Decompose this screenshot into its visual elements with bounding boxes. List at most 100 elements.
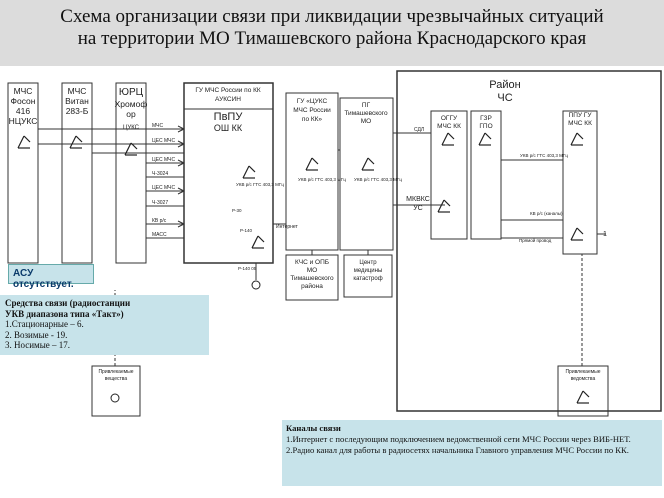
yurc-label-4: ЦУКС bbox=[123, 125, 140, 131]
means-item-3: 3. Носимые – 17. bbox=[5, 340, 71, 350]
antenna-icon bbox=[570, 132, 584, 146]
mchs-phos-label-2: Фосон bbox=[11, 96, 36, 106]
link-label-pryamoy: Прямой провод bbox=[519, 237, 552, 243]
box-ppu-gu bbox=[562, 110, 598, 255]
gu-mchs-kk-label-3: ПвПУ bbox=[214, 111, 244, 123]
link-label-mdc: МАСС bbox=[152, 232, 167, 238]
antenna-icon bbox=[242, 165, 256, 179]
ppu-gu-label-2: МЧС КК bbox=[568, 120, 592, 127]
means-heading-1: Средства связи (радиостанции bbox=[5, 298, 131, 308]
kchs-label-3: Тимашевского bbox=[290, 275, 334, 282]
gu-mchs-kk-label-2: АУКСИН bbox=[215, 96, 241, 103]
page-number: 1 bbox=[603, 231, 607, 238]
link-label-r140: Р-140 bbox=[240, 228, 253, 233]
antenna-icon bbox=[441, 132, 455, 146]
channels-item-2: 2.Радио канал для работы в радиосетях на… bbox=[286, 445, 629, 455]
yurc-label-1: ЮРЦ bbox=[119, 87, 144, 98]
channels-item-1: 1.Интернет с последующим подключением ве… bbox=[286, 434, 631, 444]
gu-cuks-label-1: ГУ «ЦУКС bbox=[297, 98, 328, 105]
aso-status-note: АСУ отсутствует. bbox=[8, 264, 94, 290]
link-label-ukv-pg: УКВ р/с ГТС 403,3 МГц bbox=[354, 177, 402, 182]
antenna-icon bbox=[124, 142, 138, 156]
title-bar bbox=[0, 0, 664, 66]
district-area bbox=[396, 70, 662, 412]
pg-tim-label-2: Тимашевского bbox=[344, 110, 388, 117]
radio-device-icon bbox=[251, 280, 261, 290]
pg-tim-label-1: ПГ bbox=[362, 102, 371, 109]
ogtu-label-1: ОГГУ bbox=[441, 115, 458, 122]
link-label-mchs: МЧС bbox=[152, 123, 163, 129]
mobile-right-label-2: ведомства bbox=[571, 376, 596, 382]
mobile-right-label-1: Привлекаемые bbox=[565, 369, 600, 375]
box-gzr bbox=[470, 110, 502, 240]
means-heading-2: УКВ диапазона типа «Такт») bbox=[5, 308, 124, 319]
antenna-icon bbox=[17, 135, 31, 149]
box-yurc bbox=[115, 82, 147, 264]
communication-channels-panel: Каналы связи 1.Интернет с последующим по… bbox=[282, 420, 662, 486]
antenna-icon bbox=[361, 157, 375, 171]
box-ogtu bbox=[430, 110, 468, 240]
mchs-vitan-label-3: 283-Б bbox=[66, 106, 89, 116]
gu-cuks-label-3: по КК» bbox=[302, 116, 323, 123]
center-med-label-3: катастроф bbox=[353, 276, 382, 282]
district-label-2: ЧС bbox=[497, 92, 512, 104]
link-label-ces-3: ЦЕС МЧС bbox=[152, 185, 175, 191]
antenna-icon bbox=[437, 199, 451, 213]
link-label-kv: КВ р/с bbox=[152, 218, 167, 224]
link-label-ces-2: ЦЕС МЧС bbox=[152, 157, 175, 163]
gzr-label-2: ГПО bbox=[479, 123, 492, 130]
link-label-ch3024: Ч-3024 bbox=[152, 171, 168, 177]
communication-means-panel: Средства связи (радиостанции УКВ диапазо… bbox=[0, 295, 209, 355]
gu-cuks-label-2: МЧС России bbox=[293, 107, 331, 114]
mchs-vitan-label-2: Витан bbox=[65, 96, 89, 106]
link-label-ces-1: ЦЕС МЧС bbox=[152, 138, 175, 144]
link-label-ukv-right: УКВ р/с ГТС 403,3 МГц bbox=[520, 153, 568, 158]
mchs-vitan-label-1: МЧС bbox=[68, 86, 87, 96]
means-item-2: 2. Возимые - 19. bbox=[5, 329, 68, 340]
link-label-internet: Интернет bbox=[276, 224, 299, 230]
title-line-2: на территории МО Тимашевского района Кра… bbox=[77, 28, 587, 49]
link-label-r30: Р-30 bbox=[232, 208, 242, 213]
mchs-phos-label-4: НЦУКС bbox=[9, 116, 38, 126]
center-med-label-1: Центр bbox=[359, 260, 377, 266]
antenna-icon bbox=[570, 227, 584, 241]
pg-tim-label-3: МО bbox=[361, 118, 371, 125]
ppu-gu-label-1: ППУ ГУ bbox=[569, 112, 593, 119]
antenna-icon bbox=[305, 157, 319, 171]
box-gu-mchs-kk-header bbox=[183, 82, 274, 110]
kchs-label-1: КЧС и ОПБ bbox=[295, 259, 329, 266]
mchs-phos-label-1: МЧС bbox=[14, 86, 33, 96]
box-mchs-vitan bbox=[61, 82, 93, 264]
antenna-icon bbox=[69, 135, 83, 149]
link-label-ukv-gu: УКВ р/с ГТС 403,3 МГц bbox=[236, 182, 284, 187]
radio-device-icon bbox=[110, 393, 120, 403]
gu-mchs-kk-label-4: ОШ КК bbox=[214, 123, 243, 133]
link-label-r140b: Р-140 05 bbox=[238, 266, 257, 271]
center-med-label-2: медицины bbox=[354, 268, 383, 274]
mkvks-label-2: УС bbox=[413, 205, 423, 212]
page-title: Схема организации связи при ликвидации ч… bbox=[0, 6, 664, 50]
mkvks-label-1: МКВКС bbox=[406, 196, 430, 203]
link-label-ch3027: Ч-3027 bbox=[152, 200, 168, 206]
district-label-1: Район bbox=[489, 79, 520, 91]
means-item-1: 1.Стационарные – 6. bbox=[5, 319, 84, 329]
ogtu-label-2: МЧС КК bbox=[437, 123, 461, 130]
title-line-1: Схема организации связи при ликвидации ч… bbox=[60, 6, 604, 27]
mobile-left-label-1: Привлекаемые bbox=[98, 369, 133, 375]
antenna-icon bbox=[478, 132, 492, 146]
yurc-label-3: ор bbox=[126, 109, 136, 119]
mobile-left-label-2: вещества bbox=[105, 376, 128, 382]
antenna-icon bbox=[251, 235, 265, 249]
box-mchs-phos bbox=[7, 82, 39, 264]
box-gu-mchs-kk bbox=[183, 82, 274, 264]
box-mobile-left bbox=[91, 365, 141, 417]
mchs-phos-label-3: 416 bbox=[16, 106, 30, 116]
yurc-label-2: Хромоф bbox=[115, 99, 148, 109]
channels-heading: Каналы связи bbox=[286, 423, 341, 433]
kchs-label-2: МО bbox=[307, 267, 317, 274]
link-label-cdl: СДЛ bbox=[414, 127, 424, 133]
box-pg-tim bbox=[339, 97, 394, 251]
kchs-label-4: района bbox=[301, 282, 323, 290]
link-label-kv-right: КВ р/с (каналы) bbox=[530, 211, 563, 216]
